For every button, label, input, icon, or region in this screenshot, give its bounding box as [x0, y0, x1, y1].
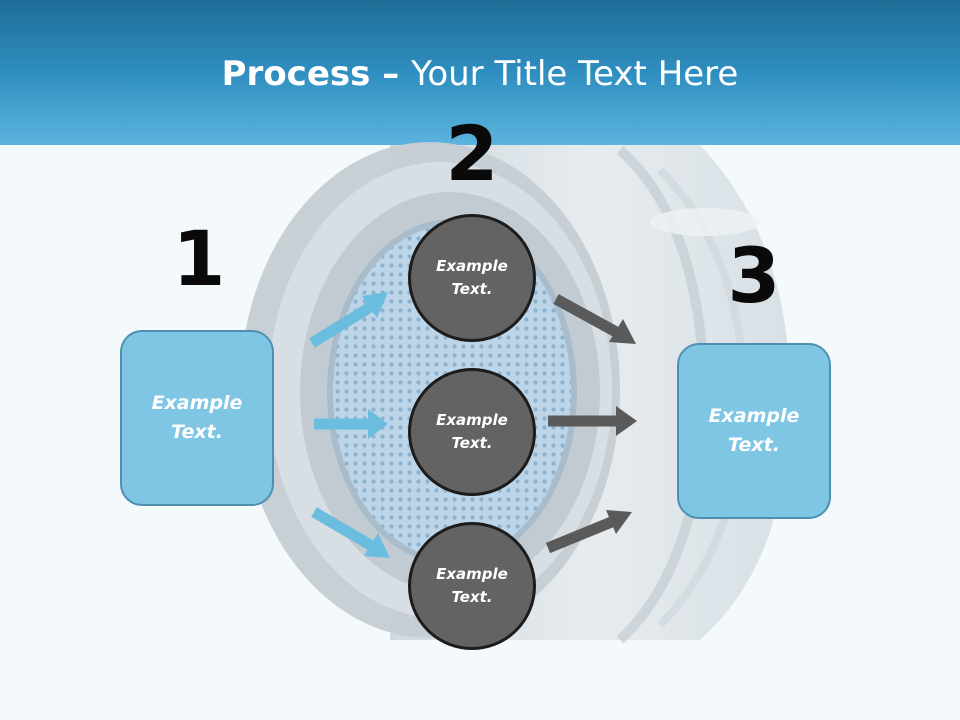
step-2-circle-top: Example Text.: [408, 214, 536, 342]
title-rest: Your Title Text Here: [411, 54, 739, 94]
slide-title: Process – Your Title Text Here: [0, 52, 960, 96]
title-banner: Process – Your Title Text Here: [0, 0, 960, 145]
circle-bottom-text: Example Text.: [436, 565, 508, 606]
step-2-circle-middle: Example Text.: [408, 368, 536, 496]
step-number-3: 3: [727, 231, 781, 320]
title-bold: Process: [221, 54, 371, 94]
left-arrows: [309, 292, 390, 558]
step-1-box-text: Example Text.: [151, 392, 243, 443]
title-dash: –: [370, 54, 412, 94]
right-arrows: [545, 294, 637, 554]
step-2-circle-bottom: Example Text.: [408, 522, 536, 650]
step-3-box: Example Text.: [677, 343, 831, 519]
circle-middle-text: Example Text.: [436, 411, 508, 452]
step-number-2: 2: [445, 109, 499, 198]
circle-top-text: Example Text.: [436, 257, 508, 298]
step-number-1: 1: [172, 214, 226, 303]
step-1-box: Example Text.: [120, 330, 274, 506]
step-3-box-text: Example Text.: [708, 405, 800, 456]
